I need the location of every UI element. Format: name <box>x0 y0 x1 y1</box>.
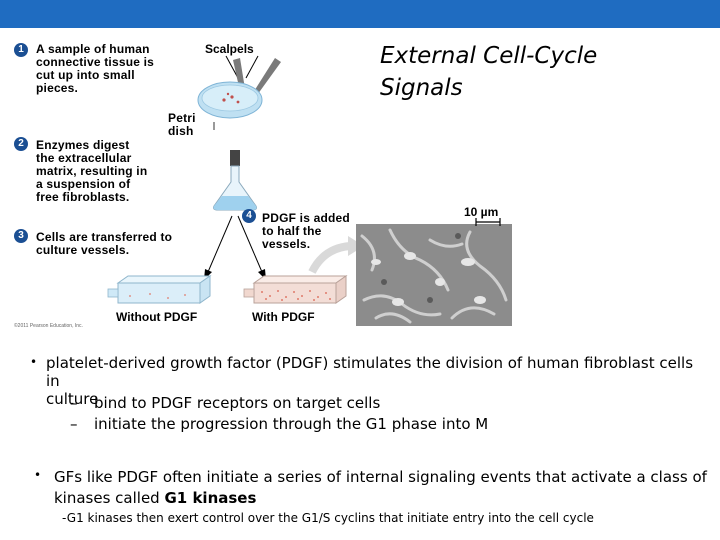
step-4-line-3: vessels. <box>262 238 372 251</box>
flask-icon <box>214 150 257 210</box>
bullet-2-line-2-plain: kinases called <box>54 489 164 507</box>
bullet-2-text: GFs like PDGF often initiate a series of… <box>54 467 714 509</box>
with-pdgf-label: With PDGF <box>252 310 315 324</box>
culture-vessel-without-pdgf <box>108 276 210 303</box>
bullet-1-sub-1-dash: – <box>70 394 78 412</box>
step-4-number: 4 <box>242 209 256 223</box>
step-2-text: Enzymes digest the extracellular matrix,… <box>36 139 176 204</box>
culture-vessel-with-pdgf <box>244 276 346 303</box>
scalpels-label: Scalpels <box>205 42 254 56</box>
bullet-2-note: -G1 kinases then exert control over the … <box>62 511 594 525</box>
fibroblast-micrograph <box>356 224 512 326</box>
step-1-line-4: pieces. <box>36 82 176 95</box>
petri-dish-icon <box>198 82 262 118</box>
petri-dish-label: Petri dish <box>168 112 196 138</box>
step-3-number: 3 <box>14 229 28 243</box>
bullet-1-line-1: platelet-derived growth factor (PDGF) st… <box>46 354 706 390</box>
step-1-text: A sample of human connective tissue is c… <box>36 43 176 95</box>
bullet-2-line-2: kinases called G1 kinases <box>54 488 714 509</box>
step-4-text: PDGF is added to half the vessels. <box>262 212 372 251</box>
scale-bar-label: 10 µm <box>464 205 498 219</box>
bullet-1-sub-2-dash: – <box>70 415 78 433</box>
petri-label-line-2: dish <box>168 125 196 138</box>
copyright-text: ©2011 Pearson Education, Inc. <box>14 323 83 329</box>
bullet-1-sub-1: bind to PDGF receptors on target cells <box>94 394 380 412</box>
step-2-number: 2 <box>14 137 28 151</box>
step-1-number: 1 <box>14 43 28 57</box>
step-3-line-2: culture vessels. <box>36 244 206 257</box>
bullet-1-marker: • <box>30 355 37 369</box>
bullet-2-marker: • <box>34 468 41 482</box>
step-3-text: Cells are transferred to culture vessels… <box>36 231 206 257</box>
bullet-1-sub-2: initiate the progression through the G1 … <box>94 415 488 433</box>
without-pdgf-label: Without PDGF <box>116 310 197 324</box>
bullet-2-line-2-bold: G1 kinases <box>164 489 256 507</box>
step-2-line-5: free fibroblasts. <box>36 191 176 204</box>
bullet-2-line-1: GFs like PDGF often initiate a series of… <box>54 467 714 488</box>
